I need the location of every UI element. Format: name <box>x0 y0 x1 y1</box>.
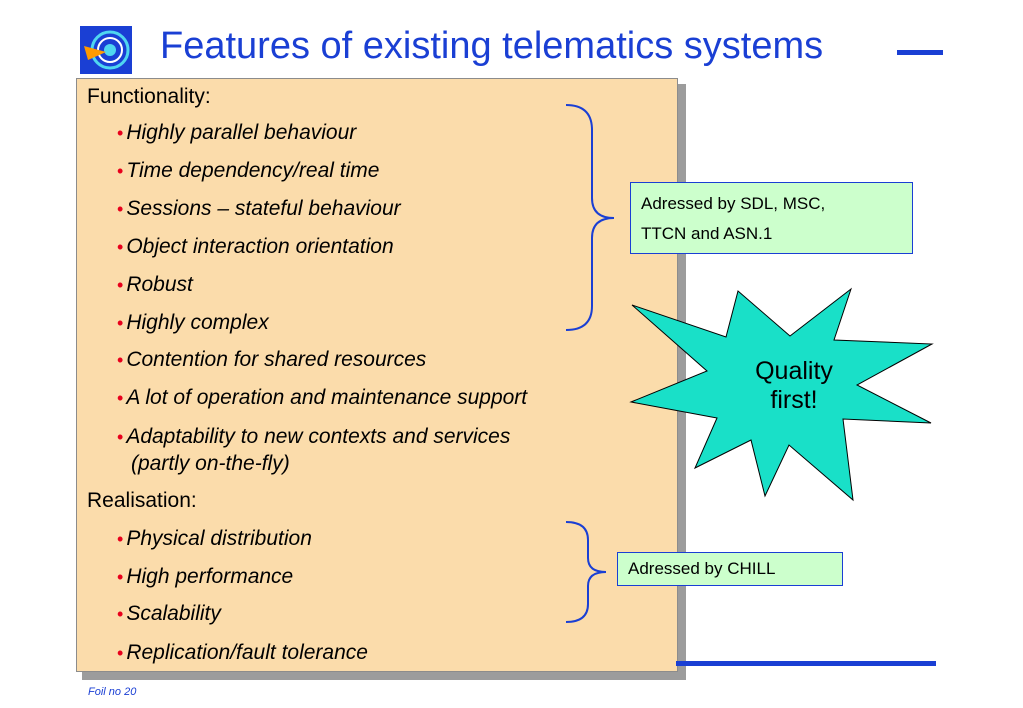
list-item: •Replication/fault tolerance <box>117 641 368 664</box>
page-title: Features of existing telematics systems <box>160 25 824 67</box>
logo-icon <box>80 26 132 74</box>
bullet-icon: • <box>117 313 124 333</box>
callout-chill: Adressed by CHILL <box>617 552 843 586</box>
list-item: •A lot of operation and maintenance supp… <box>117 386 528 409</box>
bullet-icon: • <box>117 388 124 408</box>
bullet-icon: • <box>117 350 124 370</box>
callout-sdl: Adressed by SDL, MSC, TTCN and ASN.1 <box>630 182 913 254</box>
bullet-icon: • <box>117 161 124 181</box>
brace-functionality <box>565 104 615 331</box>
realisation-heading: Realisation: <box>87 489 197 512</box>
star-line2: first! <box>770 386 818 414</box>
star-label: Quality first! <box>736 357 852 415</box>
star-line1: Quality <box>755 357 833 385</box>
foil-number: Foil no 20 <box>88 686 137 698</box>
bullet-icon: • <box>117 529 124 549</box>
bullet-icon: • <box>117 427 124 447</box>
list-item: •Robust <box>117 273 193 296</box>
list-item: •Adaptability to new contexts and servic… <box>117 425 511 448</box>
bullet-icon: • <box>117 123 124 143</box>
callout-sdl-line2: TTCN and ASN.1 <box>641 224 773 243</box>
list-item: •Highly complex <box>117 311 269 334</box>
bullet-icon: • <box>117 643 124 663</box>
bottom-rule <box>676 661 936 666</box>
list-item-continuation: (partly on-the-fly) <box>131 452 290 475</box>
content-panel: Functionality: •Highly parallel behaviou… <box>76 78 678 672</box>
list-item: •Sessions – stateful behaviour <box>117 197 401 220</box>
bullet-icon: • <box>117 237 124 257</box>
bullet-icon: • <box>117 199 124 219</box>
title-dash <box>897 50 943 55</box>
list-item: •High performance <box>117 565 294 588</box>
list-item: •Time dependency/real time <box>117 159 380 182</box>
list-item: •Highly parallel behaviour <box>117 121 357 144</box>
brace-realisation <box>565 521 607 623</box>
list-item: •Scalability <box>117 602 221 625</box>
bullet-icon: • <box>117 604 124 624</box>
functionality-heading: Functionality: <box>87 85 211 108</box>
star-shape <box>629 287 934 502</box>
list-item: •Object interaction orientation <box>117 235 394 258</box>
bullet-icon: • <box>117 275 124 295</box>
bullet-icon: • <box>117 567 124 587</box>
callout-sdl-line1: Adressed by SDL, MSC, <box>641 194 826 213</box>
list-item: •Physical distribution <box>117 527 312 550</box>
list-item: •Contention for shared resources <box>117 348 427 371</box>
